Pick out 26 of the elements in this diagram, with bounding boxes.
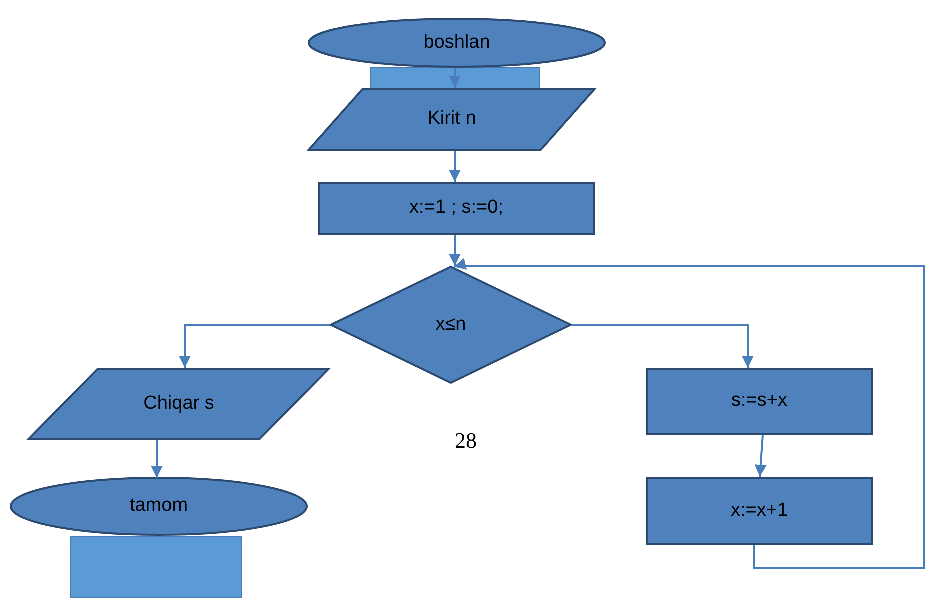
process-box xyxy=(646,477,873,545)
node-text: x:=1 ; s:=0; xyxy=(410,198,504,219)
decision-diamond xyxy=(330,266,572,384)
node-text: Kirit n xyxy=(428,109,476,130)
page-number: 28 xyxy=(455,428,477,454)
node-text: boshlan xyxy=(424,32,490,54)
arrow xyxy=(151,440,163,478)
terminator-oval xyxy=(308,18,606,68)
terminator-oval xyxy=(10,477,308,536)
process-box xyxy=(646,368,873,435)
node-text: x≤n xyxy=(436,314,466,336)
node-text: x:=x+1 xyxy=(730,500,788,522)
arrow xyxy=(449,235,461,266)
io-parallelogram xyxy=(28,368,330,440)
rectangle-block xyxy=(70,536,242,598)
arrow xyxy=(449,68,461,88)
node-text: tamom xyxy=(130,496,188,517)
arrow xyxy=(449,151,461,182)
arrow xyxy=(754,434,767,478)
arrow xyxy=(572,324,754,368)
node-text: s:=s+x xyxy=(732,391,788,412)
process-box xyxy=(318,182,595,235)
node-text: Chiqar s xyxy=(144,394,214,414)
io-parallelogram xyxy=(308,88,596,151)
arrow xyxy=(179,324,330,368)
arrow xyxy=(454,258,925,569)
